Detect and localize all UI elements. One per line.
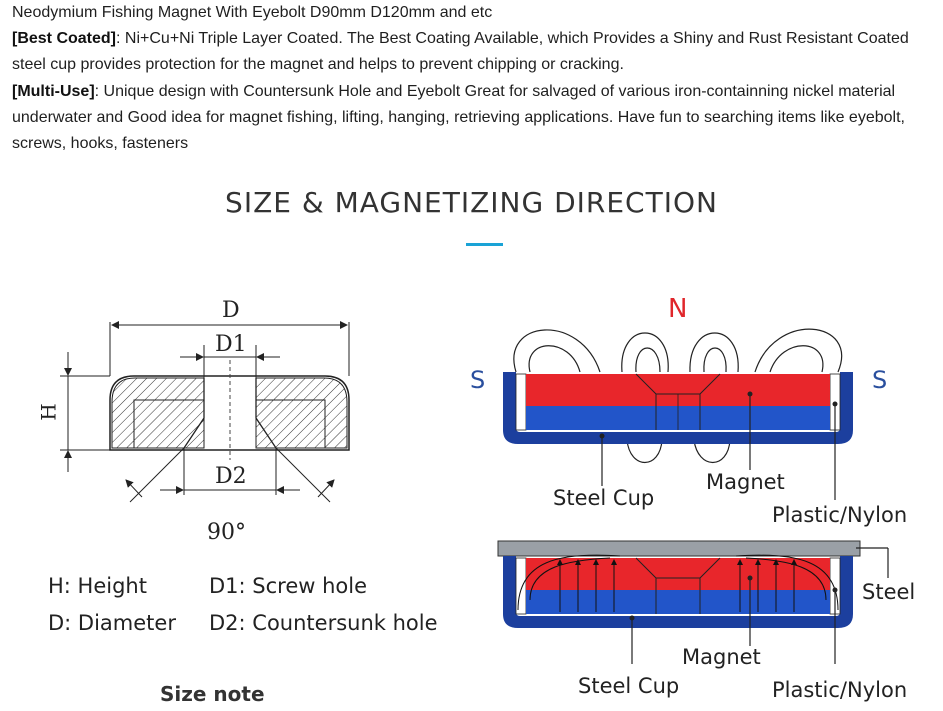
dimension-d2-label: D2 (215, 464, 247, 489)
multi-use-paragraph: [Multi-Use]: Unique design with Counters… (12, 79, 942, 158)
legend-screw-hole: D1: Screw hole (209, 574, 368, 598)
steel-cup-label-top: Steel Cup (553, 486, 655, 510)
size-note-caption: Size note (160, 682, 265, 706)
steel-cup-label-bottom: Steel Cup (578, 674, 680, 698)
legend-diameter: D: Diameter (48, 611, 176, 635)
size-cross-section (60, 321, 350, 503)
section-title: SIZE & MAGNETIZING DIRECTION (225, 186, 718, 219)
dimension-d1-label: D1 (215, 332, 247, 357)
plastic-nylon-label-top: Plastic/Nylon (772, 503, 908, 527)
legend-height: H: Height (48, 574, 147, 598)
legend-countersunk-hole: D2: Countersunk hole (209, 611, 438, 635)
best-coated-tag: [Best Coated] (12, 30, 117, 48)
angle-label: 90° (207, 520, 246, 545)
magnet-label-bottom: Magnet (682, 645, 761, 669)
south-pole-left-label: S (470, 366, 486, 394)
magnet-label-top: Magnet (706, 470, 785, 494)
product-description: Neodymium Fishing Magnet With Eyebolt D9… (12, 0, 942, 157)
description-title-line: Neodymium Fishing Magnet With Eyebolt D9… (12, 4, 493, 21)
dimension-d-label: D (222, 298, 240, 323)
dimension-h-label: H (36, 403, 61, 421)
magnet-pole-diagram (503, 328, 853, 500)
magnet-on-steel-diagram (497, 540, 889, 664)
best-coated-text: : Ni+Cu+Ni Triple Layer Coated. The Best… (12, 30, 909, 74)
multi-use-text: : Unique design with Countersunk Hole an… (12, 82, 905, 153)
plastic-nylon-label-bottom: Plastic/Nylon (772, 678, 908, 702)
north-pole-label: N (668, 294, 688, 324)
best-coated-paragraph: [Best Coated]: Ni+Cu+Ni Triple Layer Coa… (12, 26, 942, 78)
south-pole-right-label: S (872, 366, 888, 394)
multi-use-tag: [Multi-Use] (12, 82, 95, 100)
title-accent-bar (466, 243, 503, 246)
steel-plate-label: Steel (862, 580, 916, 604)
